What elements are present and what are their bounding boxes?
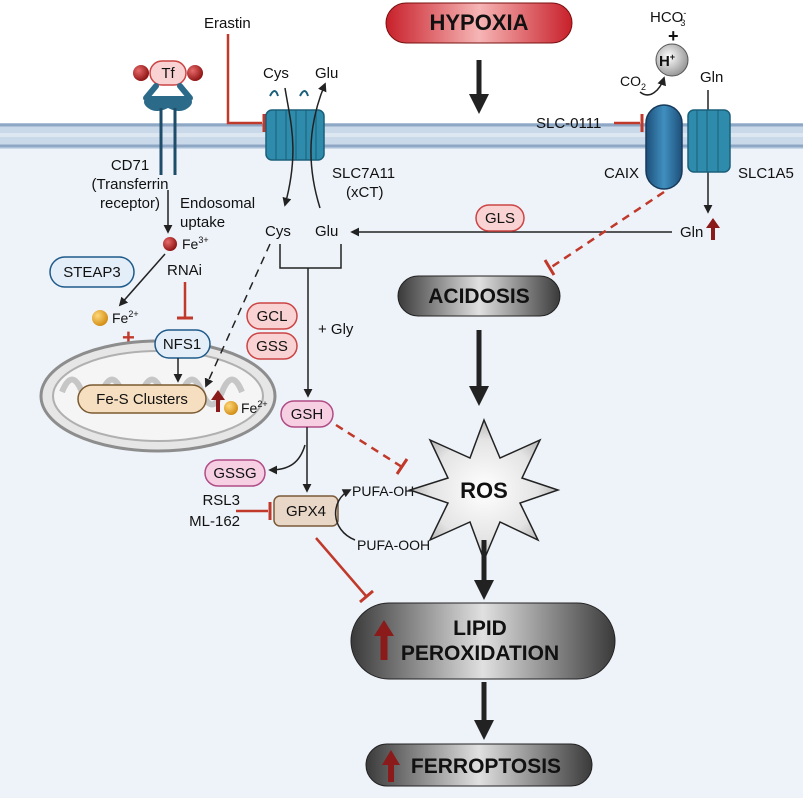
gssg-label: GSSG — [213, 465, 256, 482]
endosomal-label-1: Endosomal — [180, 195, 255, 212]
transferrin-receptor: Tf — [133, 60, 203, 175]
hypoxia-stimulus: HYPOXIA — [385, 2, 573, 44]
erastin-label: Erastin — [204, 15, 251, 32]
gssg-node — [204, 459, 266, 487]
slc7a11-label-1: SLC7A11 — [332, 165, 395, 182]
fes-clusters-label: Fe-S Clusters — [96, 391, 188, 408]
rnai-inhibition — [177, 282, 193, 320]
gcl-label: GCL — [257, 308, 288, 325]
rsl3-label: RSL3 — [202, 492, 240, 509]
gss-label: GSS — [256, 338, 288, 355]
slc1a5-label: SLC1A5 — [738, 165, 794, 182]
gln-up-arrow — [706, 218, 720, 240]
pufa-ooh-label: PUFA-OOH — [357, 537, 430, 553]
gls-node — [475, 204, 525, 232]
fe3-label: Fe3+ — [182, 235, 209, 252]
gcl-node — [246, 302, 298, 330]
pufa-reduction-arrow — [334, 489, 356, 541]
glu-in-label: Glu — [315, 223, 338, 240]
fe3-ion — [163, 237, 177, 251]
cys-import-arrow — [282, 87, 294, 207]
slc0111-inhibition — [614, 114, 644, 132]
steap3-label: STEAP3 — [63, 264, 121, 281]
fe2-mito-label: Fe2+ — [241, 399, 268, 416]
lipid-label-1: LIPID — [453, 617, 507, 640]
rnai-label: RNAi — [167, 262, 202, 279]
ferroptosis-up-arrow — [382, 750, 400, 782]
cys-to-fes-dashed — [204, 243, 271, 388]
fe2-ion — [92, 310, 108, 326]
slc7a11-transporter — [265, 90, 325, 161]
proton-label: H+ — [659, 52, 675, 70]
gsh-ros-inhibition — [335, 423, 409, 475]
lipid-label-2: PEROXIDATION — [401, 642, 559, 665]
hco3-label: HCO-3 — [650, 8, 686, 28]
steap3-node — [49, 256, 135, 288]
fes-clusters-node — [77, 384, 207, 414]
pufa-oh-label: PUFA-OH — [352, 483, 414, 499]
ros-label: ROS — [460, 478, 508, 503]
cys-in-label: Cys — [265, 223, 291, 240]
acidosis-node — [397, 275, 561, 317]
slc0111-label: SLC-0111 — [536, 115, 601, 132]
fes-up-arrow — [211, 390, 225, 412]
slc1a5-transporter — [687, 109, 731, 173]
gly-label: + Gly — [318, 321, 354, 338]
hco3-plus: + — [668, 26, 679, 46]
co2-label: CO2 — [620, 73, 646, 92]
nfs1-node — [154, 329, 211, 359]
lipid-peroxidation-node — [350, 602, 616, 680]
gln-in-label: Gln — [680, 224, 703, 241]
cys-glu-merge — [279, 244, 342, 398]
glu-out-label: Glu — [315, 65, 338, 82]
gln-out-label: Gln — [700, 69, 723, 86]
cys-out-label: Cys — [263, 65, 289, 82]
erastin-inhibition — [226, 34, 266, 132]
ferroptosis-node — [365, 743, 593, 787]
gsh-to-gssg-arrow — [268, 444, 306, 475]
caix-channel — [645, 104, 683, 190]
fe2-label: Fe2+ — [112, 309, 139, 326]
nfs1-label: NFS1 — [163, 336, 201, 353]
acidosis-label: ACIDOSIS — [428, 285, 530, 308]
cd71-label-2: (Transferrin — [92, 176, 169, 193]
gpx4-node — [273, 495, 339, 527]
tf-label: Tf — [161, 65, 175, 82]
co2-hydration-arrow — [639, 76, 666, 96]
proton-ion — [655, 43, 689, 77]
slc7a11-label-2: (xCT) — [346, 184, 384, 201]
cd71-label-1: CD71 — [111, 157, 149, 174]
ml162-label: ML-162 — [189, 513, 240, 530]
caix-acidosis-inhibition — [543, 190, 665, 276]
gpx4-lipid-inhibition — [315, 537, 374, 604]
cytoplasm-region — [0, 148, 803, 798]
cd71-label-3: receptor) — [100, 195, 160, 212]
gpx4-label: GPX4 — [286, 503, 326, 520]
ferroptosis-label: FERROPTOSIS — [411, 755, 561, 778]
caix-label: CAIX — [604, 165, 639, 182]
fe3-to-fe2-arrow — [118, 253, 166, 307]
gss-node — [246, 332, 298, 360]
endosomal-label-2: uptake — [180, 214, 225, 231]
lipid-up-arrow — [374, 620, 394, 660]
glu-export-arrow — [310, 82, 327, 209]
gls-label: GLS — [485, 210, 515, 227]
gsh-label: GSH — [291, 406, 324, 423]
hypoxia-label: HYPOXIA — [429, 10, 528, 35]
rsl3-inhibition — [236, 502, 272, 520]
fe2-mito-ion — [224, 401, 238, 415]
